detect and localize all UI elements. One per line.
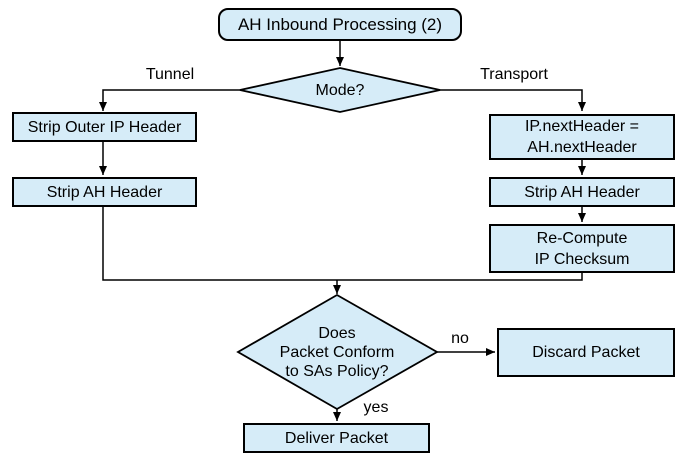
node-strip-ah-header-transport: Strip AH Header (489, 177, 675, 207)
edge-label-transport: Transport (480, 66, 548, 83)
edge-mode-to-transport (440, 89, 586, 111)
decision-policy-label: Does Packet Conform to SAs Policy? (279, 324, 395, 380)
node-start-label: AH Inbound Processing (2) (237, 15, 443, 34)
node-strip-ah-header-tunnel: Strip AH Header (12, 177, 197, 207)
edge-tunnel-merge (102, 207, 337, 281)
edge-mode-to-tunnel (99, 89, 240, 111)
edge-label-tunnel: Tunnel (145, 66, 195, 83)
edge-transport-merge (337, 273, 583, 281)
decision-policy-shape (236, 293, 439, 411)
node-discard-packet: Discard Packet (497, 328, 675, 377)
edge-label-no: no (451, 330, 469, 347)
node-start: AH Inbound Processing (2) (218, 8, 462, 41)
node-deliver-packet: Deliver Packet (243, 423, 430, 453)
decision-mode-label: Mode? (315, 81, 365, 99)
node-recompute-ip-checksum: Re-Compute IP Checksum (489, 224, 675, 273)
edge-label-yes: yes (363, 399, 389, 416)
node-strip-outer-ip-header: Strip Outer IP Header (12, 112, 197, 142)
node-ip-nextheader: IP.nextHeader = AH.nextHeader (489, 114, 675, 160)
decision-mode-shape (239, 67, 441, 113)
